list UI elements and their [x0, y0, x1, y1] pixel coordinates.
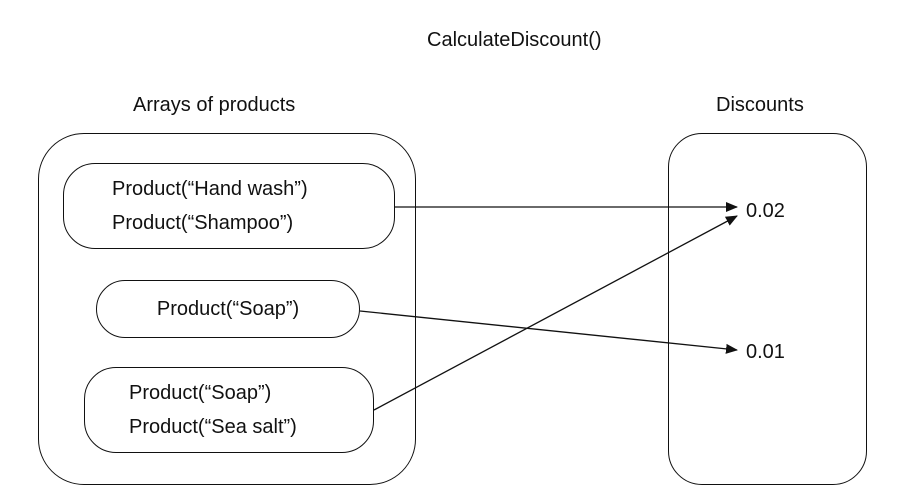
arrow-group2-to-001	[359, 310, 738, 354]
discounts-label: Discounts	[716, 94, 804, 116]
product-group-2: Product(“Soap”)	[96, 280, 360, 338]
product-group-1: Product(“Hand wash”) Product(“Shampoo”)	[63, 163, 395, 249]
product-group-3: Product(“Soap”) Product(“Sea salt”)	[84, 367, 374, 453]
product-item: Product(“Sea salt”)	[129, 416, 297, 438]
diagram-title: CalculateDiscount()	[427, 29, 602, 51]
product-item: Product(“Shampoo”)	[112, 212, 294, 234]
products-container	[38, 133, 416, 485]
products-label: Arrays of products	[133, 94, 296, 116]
product-item: Product(“Soap”)	[129, 382, 272, 404]
arrow-group3-to-002	[373, 215, 738, 411]
discount-value-2: 0.01	[746, 341, 785, 363]
discount-value-1: 0.02	[746, 200, 785, 222]
product-item: Product(“Hand wash”)	[112, 178, 308, 200]
product-item: Product(“Soap”)	[156, 298, 300, 320]
discounts-container	[668, 133, 867, 485]
